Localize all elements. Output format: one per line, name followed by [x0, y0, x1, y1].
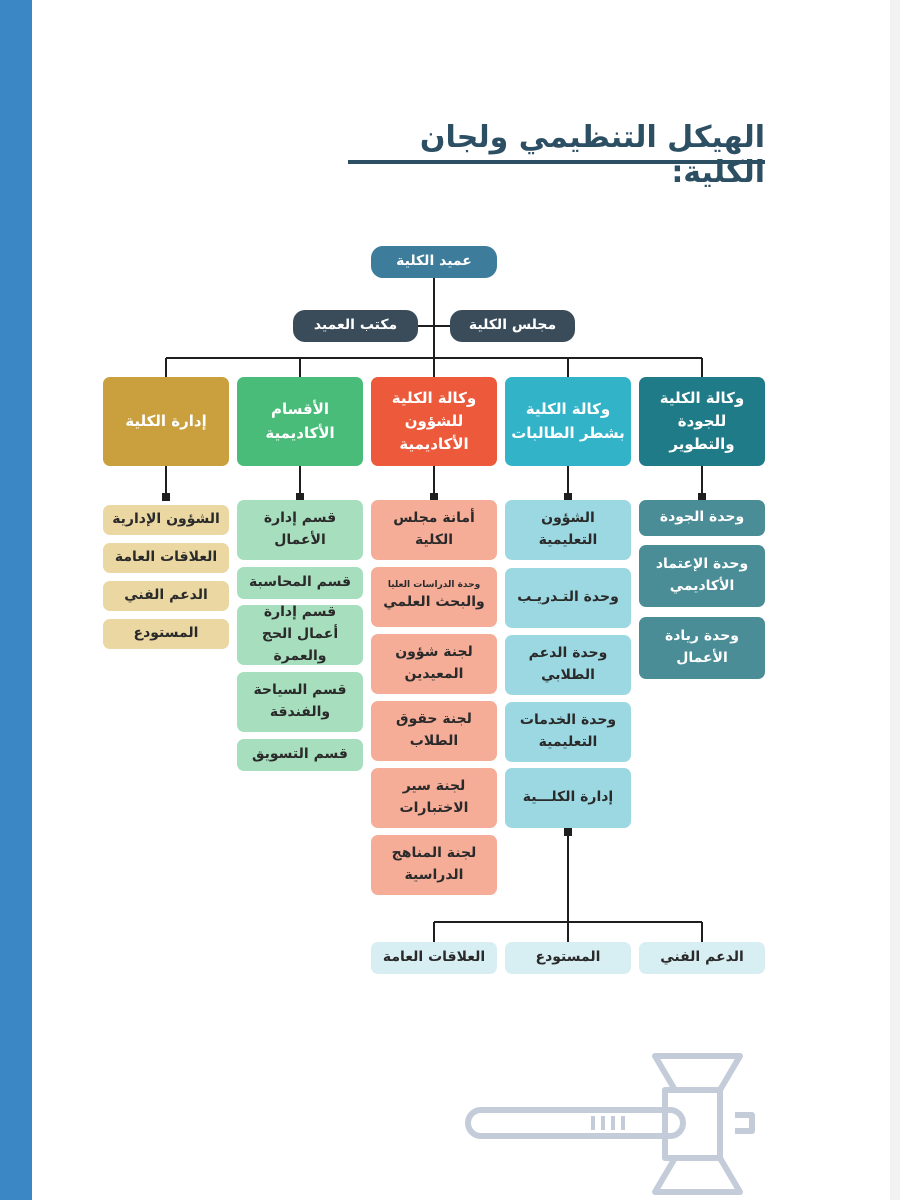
student-rights-committee: لجنة حقوق الطلاب	[371, 701, 497, 761]
quality-unit: وحدة الجودة	[639, 500, 765, 536]
academic-head: وكالة الكلية للشؤون الأكاديمية	[371, 377, 497, 466]
college-council-box: مجلس الكلية	[450, 310, 575, 342]
bottom-technical-support: الدعم الفني	[639, 942, 765, 974]
council-secretariat: أمانة مجلس الكلية	[371, 500, 497, 560]
dean-office-box: مكتب العميد	[293, 310, 418, 342]
admin-head: إدارة الكلية	[103, 377, 229, 466]
bottom-warehouse: المستودع	[505, 942, 631, 974]
page-edge	[890, 0, 900, 1200]
educational-affairs: الشؤون التعليمية	[505, 500, 631, 560]
title-underline	[348, 160, 765, 164]
warehouse: المستودع	[103, 619, 229, 649]
exams-committee: لجنة سير الاختبارات	[371, 768, 497, 828]
accreditation-unit: وحدة الإعتماد الأكاديمي	[639, 545, 765, 607]
educational-services-unit: وحدة الخدمات التعليمية	[505, 702, 631, 762]
marketing-dept: قسم التسويق	[237, 739, 363, 771]
business-admin-dept: قسم إدارة الأعمال	[237, 500, 363, 560]
graduate-studies-label: وحدة الدراسات العليا	[387, 580, 481, 591]
quality-head: وكالة الكلية للجودة والتطوير	[639, 377, 765, 466]
student-support-unit: وحدة الدعم الطلابي	[505, 635, 631, 695]
hajj-umrah-dept: قسم إدارة أعمال الحج والعمرة	[237, 604, 363, 665]
technical-support: الدعم الفني	[103, 581, 229, 611]
scientific-research-label: والبحث العلمي	[383, 594, 485, 610]
bottom-public-relations: العلاقات العامة	[371, 942, 497, 974]
departments-head: الأقسام الأكاديمية	[237, 377, 363, 466]
accounting-dept: قسم المحاسبة	[237, 567, 363, 599]
administrative-affairs: الشؤون الإدارية	[103, 505, 229, 535]
curriculum-committee: لجنة المناهج الدراسية	[371, 835, 497, 895]
dean-box: عميد الكلية	[371, 246, 497, 278]
teaching-assistants-committee: لجنة شؤون المعيدين	[371, 634, 497, 694]
training-unit: وحدة التـدريـب	[505, 568, 631, 628]
college-administration-female: إدارة الكلـــية	[505, 768, 631, 828]
entrepreneurship-unit: وحدة ريادة الأعمال	[639, 617, 765, 679]
public-relations: العلاقات العامة	[103, 543, 229, 573]
graduate-research-unit: وحدة الدراسات العليا والبحث العلمي	[371, 567, 497, 627]
tourism-hotel-dept: قسم السياحة والفندقة	[237, 672, 363, 732]
side-stripe	[0, 0, 32, 1200]
female-head: وكالة الكلية بشطر الطالبات	[505, 377, 631, 466]
